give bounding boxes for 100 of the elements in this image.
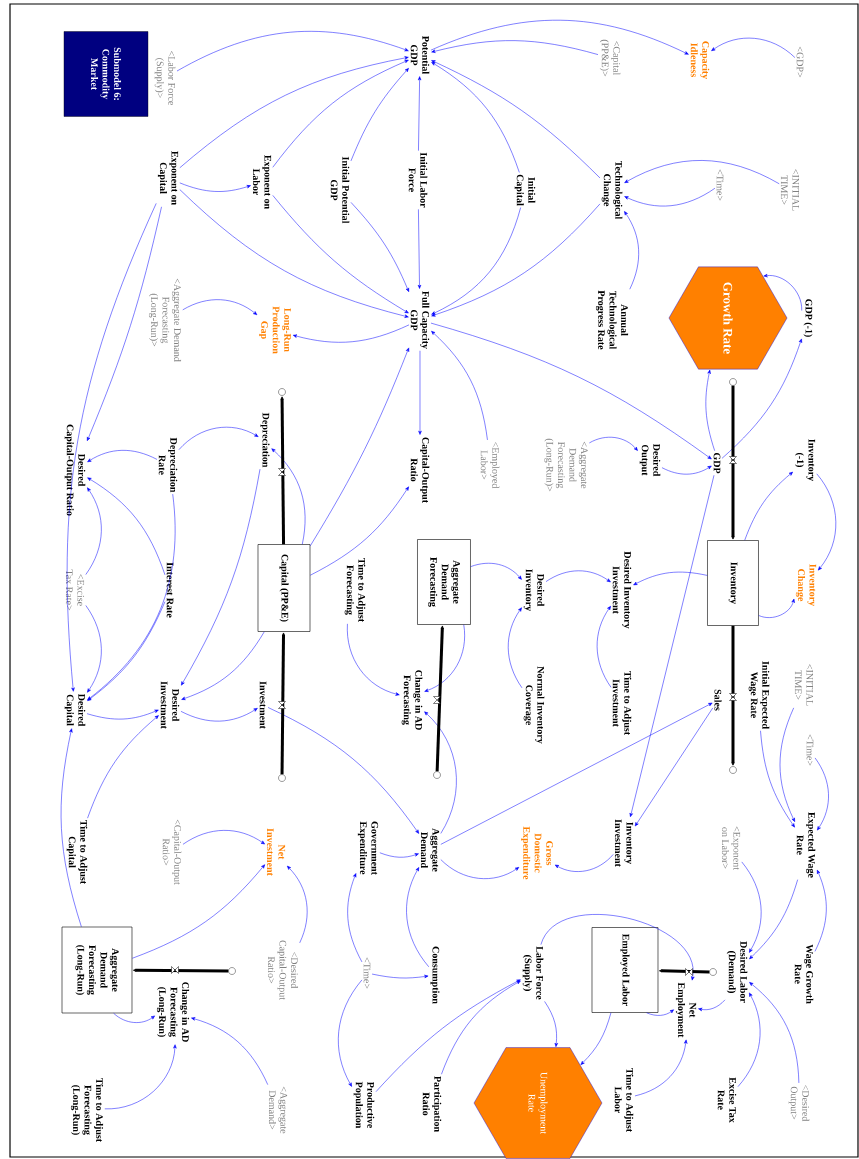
shadow-variable-label: <Aggregate Demand Forecasting (Long-Run)>	[148, 278, 182, 362]
link-arrow	[424, 624, 465, 692]
link-arrow	[634, 707, 714, 827]
link-arrow	[182, 299, 258, 316]
hexagon: Growth Rate	[668, 266, 788, 370]
variable-label: Gross Domestic Expenditure	[521, 826, 553, 880]
variable-label: Depreciation Rate	[158, 437, 178, 493]
variable-label: Inventory (-1)	[794, 439, 816, 482]
variable-label: Full Capacity GDP	[410, 291, 430, 349]
flow-pipe	[731, 385, 735, 540]
flow-pipe	[659, 969, 710, 974]
variable-label: Wage Growth Rate	[794, 944, 814, 1004]
shadow-variable-label: <Employed Labor>	[480, 442, 500, 489]
stock-box: Aggregate Demand Forecasting (Long-Run)	[61, 926, 133, 1014]
link-arrow	[347, 623, 400, 696]
submodel-box: Submodel 6: Commodity Market	[63, 31, 149, 117]
variable-label: Potential GDP	[410, 36, 430, 74]
link-arrow	[375, 979, 521, 1092]
variable-label: Exponent on Labor	[252, 155, 272, 209]
flow-pipe	[133, 968, 229, 973]
link-arrow	[711, 37, 796, 58]
link-arrow	[741, 861, 762, 953]
link-arrow	[431, 62, 520, 173]
variable-label: GDP (-1)	[803, 299, 813, 337]
link-arrow	[113, 1013, 155, 1023]
link-arrow	[470, 563, 522, 580]
link-arrow	[87, 493, 176, 701]
link-arrow	[698, 999, 726, 1012]
link-arrow	[191, 1017, 268, 1085]
link-arrow	[417, 209, 422, 289]
link-arrow	[507, 607, 523, 689]
link-arrow	[87, 601, 166, 701]
link-arrow	[132, 864, 266, 959]
link-arrow	[749, 879, 798, 960]
link-arrow	[272, 59, 409, 168]
variable-label: GDP	[713, 452, 721, 474]
variable-label: Initial Capital	[514, 174, 536, 206]
variable-label: Labor Force (Supply)	[522, 946, 544, 1000]
variable-label: Change in AD Forecasting	[401, 670, 423, 730]
link-arrow	[580, 1012, 612, 1065]
link-arrow	[182, 830, 265, 845]
stock-box: Employed Labor	[591, 927, 659, 1013]
link-arrow	[744, 471, 793, 541]
variable-label: Initial Labor Force	[408, 152, 428, 208]
link-arrow	[104, 1044, 177, 1110]
link-arrow	[624, 211, 639, 290]
variable-label: Desired Capital-Output Ratio	[64, 424, 86, 516]
link-arrow	[721, 338, 802, 459]
link-arrow	[85, 605, 102, 693]
variable-label: Normal Inventory Coverage	[523, 666, 545, 744]
link-arrow	[86, 709, 159, 720]
shadow-variable-label: <INITIAL TIME>	[780, 169, 800, 211]
shadow-variable-label: <Desired Capital-Output Ratio>	[268, 940, 299, 1000]
link-arrow	[179, 182, 251, 192]
link-arrow	[440, 859, 520, 879]
link-arrow	[596, 605, 612, 688]
link-arrow	[779, 707, 795, 822]
variable-label: Consumption	[430, 946, 440, 1004]
shadow-variable-label: <Labor Force (Supply)>	[154, 51, 176, 106]
shadow-variable-label: <Aggregate Demand Forecasting (Long-Run)>	[544, 438, 588, 492]
variable-label: Desired Labor (Demand)	[726, 941, 748, 1003]
variable-label: Exponent on Capital	[157, 151, 179, 205]
link-arrow	[431, 203, 601, 317]
variable-label: Time to Adjust Forecasting	[344, 558, 366, 623]
link-arrow	[310, 347, 410, 547]
link-arrow	[737, 992, 761, 1087]
link-arrow	[646, 1009, 674, 1016]
link-arrow	[424, 711, 457, 834]
shadow-variable-label: <Time>	[363, 957, 371, 989]
variable-label: Depreciation	[260, 412, 270, 468]
stock-box: Inventory	[707, 540, 759, 626]
link-arrow	[705, 369, 715, 451]
link-arrow	[179, 189, 409, 318]
link-arrow	[338, 979, 363, 1087]
link-arrow	[406, 867, 429, 968]
shadow-variable-label: <Capital (PP&E)>	[599, 39, 621, 77]
link-arrow	[814, 869, 827, 952]
link-arrow	[180, 708, 258, 722]
link-arrow	[441, 980, 521, 1075]
variable-label: Time to Adjust Forecasting (Long-Run)	[70, 1078, 104, 1143]
shadow-variable-label: <Time>	[716, 169, 724, 201]
link-arrow	[634, 1039, 688, 1097]
link-arrow	[87, 715, 159, 819]
variable-label: Initial Potential GDP	[330, 156, 350, 224]
link-arrow	[624, 160, 780, 185]
variable-label: Sales	[714, 689, 722, 711]
flow-pipe	[731, 625, 735, 766]
shadow-variable-label: <INITIAL TIME>	[794, 664, 814, 706]
link-arrow	[271, 448, 306, 545]
variable-label: Time to Adjust Capital	[66, 820, 88, 885]
link-arrow	[178, 427, 259, 450]
shadow-variable-label: <Time>	[806, 734, 814, 766]
variable-label: Technological Change	[601, 160, 623, 220]
shadow-variable-label: <Exponent on Labor>	[721, 826, 741, 870]
shadow-variable-label: <Capital-Output Ratio>	[162, 819, 182, 885]
link-arrow	[633, 571, 708, 586]
link-arrow	[624, 188, 716, 207]
shadow-variable-label: <Aggregate Demand>	[268, 1086, 288, 1134]
link-arrow	[554, 854, 614, 872]
link-arrow	[287, 865, 308, 944]
